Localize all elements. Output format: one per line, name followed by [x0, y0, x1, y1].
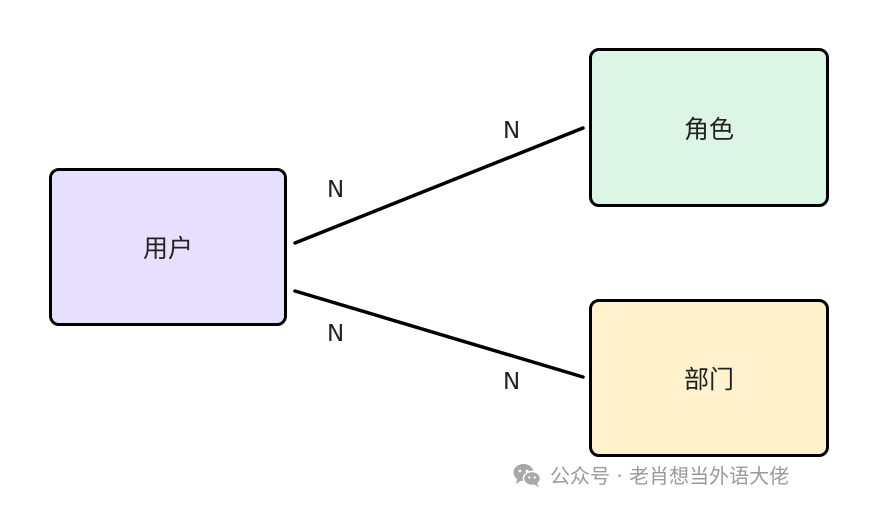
entity-user[interactable]: 用户 [49, 168, 287, 326]
entity-dept-label: 部门 [683, 365, 734, 394]
entity-dept[interactable]: 部门 [589, 299, 829, 457]
cardinality-user-role-target: N [503, 118, 521, 144]
edge-user-role [293, 126, 585, 245]
cardinality-user-role-source: N [327, 177, 345, 203]
watermark: 公众号 · 老肖想当外语大佬 [512, 460, 789, 489]
wechat-icon [513, 463, 542, 487]
entity-role[interactable]: 角色 [589, 48, 829, 207]
watermark-text: 公众号 · 老肖想当外语大佬 [550, 464, 790, 488]
cardinality-user-dept-source: N [327, 321, 345, 347]
edge-user-dept [293, 289, 585, 379]
entity-user-label: 用户 [142, 234, 193, 263]
entity-role-label: 角色 [683, 114, 734, 144]
cardinality-user-dept-target: N [503, 369, 521, 395]
